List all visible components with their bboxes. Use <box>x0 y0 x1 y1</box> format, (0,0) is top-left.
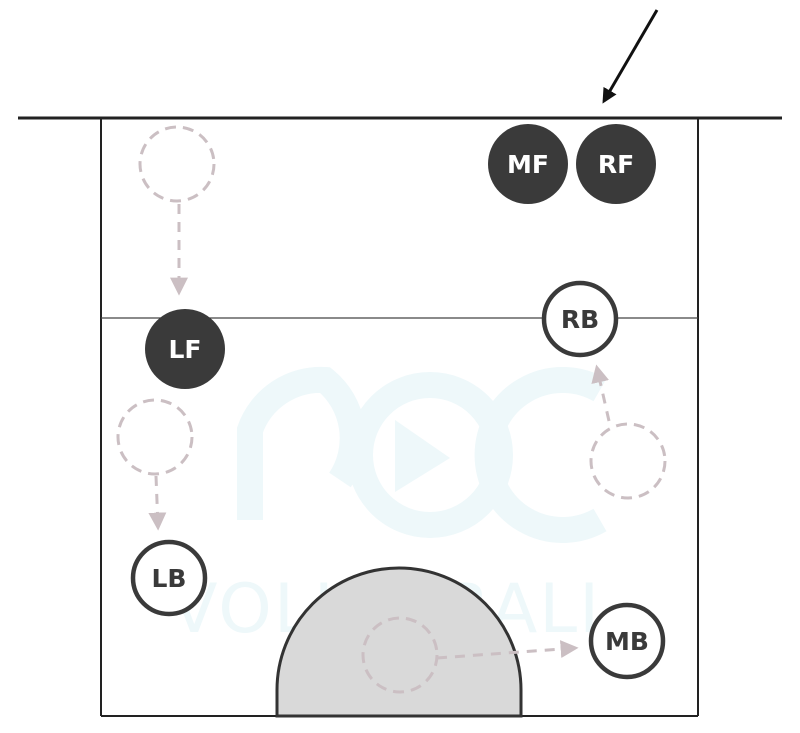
move-arrow-rb <box>591 364 611 422</box>
ghost-position-lf <box>138 125 216 203</box>
ghost-position-mb <box>361 616 439 694</box>
move-arrow-mb <box>436 640 579 660</box>
serve-arrow-icon <box>602 9 659 104</box>
ghost-position-lb <box>116 398 194 476</box>
watermark-play-icon <box>395 420 450 492</box>
svg-text:MF: MF <box>507 150 549 179</box>
watermark-logo <box>237 366 607 543</box>
player-mf: MF <box>488 124 568 204</box>
move-arrow-lb <box>148 475 167 531</box>
svg-text:LB: LB <box>152 564 187 593</box>
svg-text:RF: RF <box>598 150 634 179</box>
player-lb: LB <box>130 539 208 617</box>
svg-text:LF: LF <box>168 335 201 364</box>
player-rf: RF <box>576 124 656 204</box>
player-rb: RB <box>541 280 619 358</box>
ghost-position-rb <box>589 422 667 500</box>
player-lf: LF <box>145 309 225 389</box>
svg-text:MB: MB <box>605 627 649 656</box>
svg-text:RB: RB <box>561 305 599 334</box>
player-mb: MB <box>588 602 666 680</box>
serve-zone-arc <box>275 566 523 718</box>
